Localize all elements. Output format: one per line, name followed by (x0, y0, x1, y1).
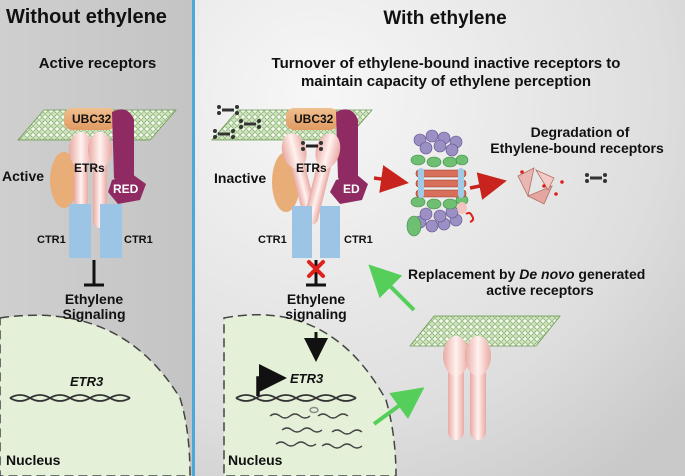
right-ubc-label: UBC32 (294, 112, 334, 126)
replacement-prefix: Replacement by (408, 266, 520, 282)
left-nucleus-label: Nucleus (6, 452, 61, 468)
right-panel-title: With ethylene (383, 8, 507, 29)
new-receptor-membrane (409, 315, 561, 347)
panel-divider (192, 0, 195, 476)
right-etr-label: ETRs (296, 161, 327, 175)
left-ctr1-right: CTR1 (124, 234, 153, 246)
left-panel-title: Without ethylene (6, 6, 167, 28)
replacement-line2: active receptors (486, 282, 594, 298)
degradation-arrow-2 (469, 172, 507, 200)
left-ubc-label: UBC32 (72, 112, 112, 126)
mrna-transcripts (269, 406, 363, 449)
right-receptor-complex (272, 108, 368, 258)
promoter-arrow-icon (256, 364, 287, 396)
left-receptor-complex (50, 108, 146, 258)
replacement-arrow-up (368, 264, 416, 312)
right-subtitle-line2: maintain capacity of ethylene perception (300, 73, 592, 90)
left-gene-label: ETR3 (70, 374, 104, 389)
right-nucleus-label: Nucleus (228, 452, 283, 468)
ethylene-molecule-icon (213, 105, 607, 183)
replacement-italic: De novo (519, 266, 575, 282)
right-subtitle-line1: Turnover of ethylene-bound inactive rece… (271, 55, 621, 72)
right-dna (235, 394, 357, 402)
left-ctr1-left: CTR1 (37, 234, 66, 246)
degradation-line2: Ethylene-bound receptors (490, 140, 664, 156)
new-receptor (443, 336, 491, 440)
right-signal-line1: Ethylene (286, 291, 346, 307)
right-signal-line2: signaling (285, 306, 347, 322)
degradation-arrow-1 (373, 165, 409, 193)
left-signal-line2: Signaling (62, 306, 126, 322)
receptor-fragments (517, 167, 564, 205)
left-red-label: RED (113, 182, 139, 196)
right-gene-label: ETR3 (290, 371, 324, 386)
left-state-label: Active (2, 168, 45, 184)
right-inhibition-bar (306, 260, 326, 287)
left-signal-line1: Ethylene (64, 291, 124, 307)
left-etr-label: ETRs (74, 161, 105, 175)
left-dna (9, 394, 131, 402)
replacement-line1: Replacement by De novo generated (408, 266, 645, 282)
right-ctr1-right: CTR1 (344, 234, 373, 246)
left-panel-subtitle: Active receptors (38, 55, 157, 72)
replacement-arrow-from-nucleus (372, 387, 425, 426)
replacement-suffix: generated (574, 266, 646, 282)
proteasome (406, 129, 475, 237)
right-state-label: Inactive (214, 170, 267, 186)
right-red-label: ED (343, 182, 360, 196)
red-x-icon (307, 260, 325, 278)
degradation-line1: Degradation of (530, 124, 630, 140)
right-ctr1-left: CTR1 (258, 234, 287, 246)
left-inhibition-bar (84, 260, 104, 287)
